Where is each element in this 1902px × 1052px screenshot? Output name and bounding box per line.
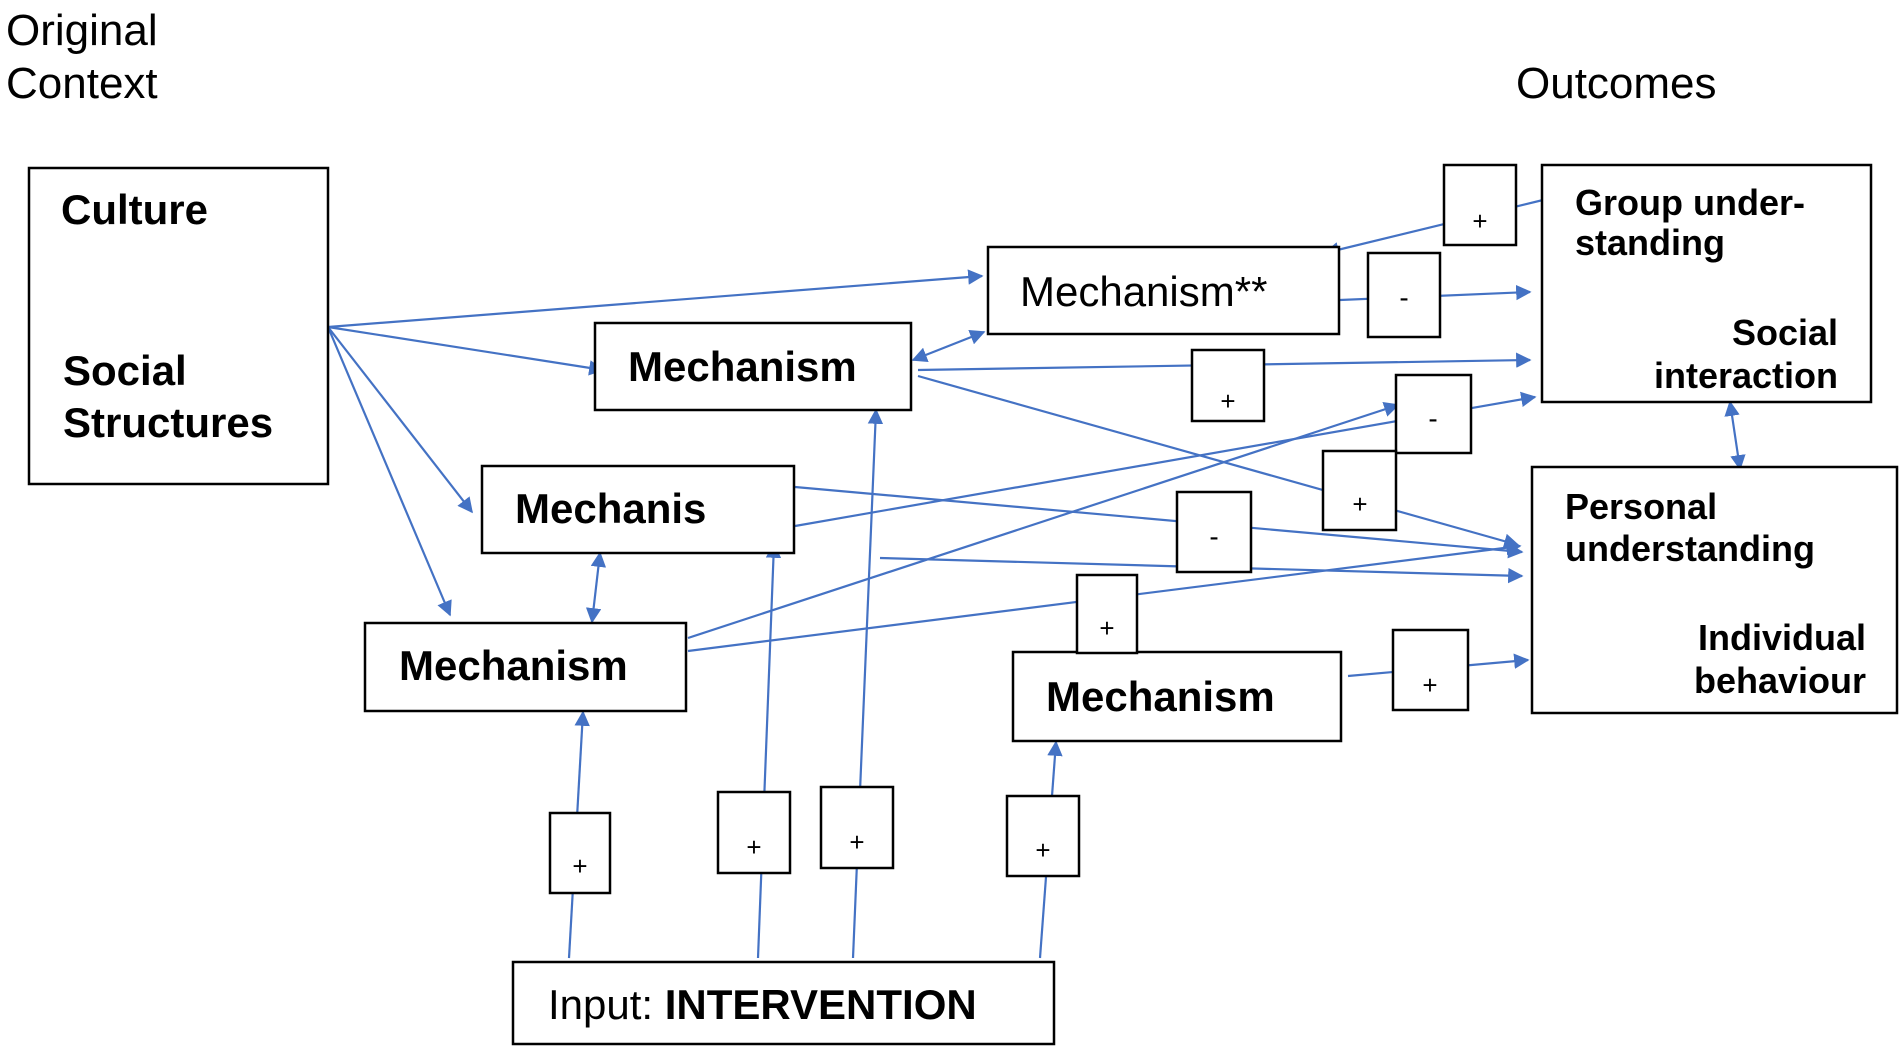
sign-8-label: +: [1422, 670, 1437, 700]
sign-11-label: +: [849, 827, 864, 857]
sign-9-label: +: [572, 851, 587, 881]
edges: [114, 198, 1746, 959]
edge-mechanism-c-to-social: [687, 402, 1400, 640]
edge-mechanism-b-c: [585, 551, 607, 624]
node-input-prefix: Input:: [548, 981, 665, 1028]
sign-2-label: -: [1399, 282, 1408, 313]
sign-12: +: [1005, 794, 1081, 878]
edge-mechanism-a-star: [911, 329, 986, 363]
node-culture: Culture: [61, 186, 208, 233]
node-personal-line1: Personal: [1565, 486, 1717, 527]
node-mechanism-star: Mechanism**: [1020, 268, 1267, 315]
mechanism-b-box: Mechanis: [480, 464, 796, 555]
outcome-top-box: Group under- standing Social interaction: [1540, 163, 1873, 404]
sign-1: +: [1442, 163, 1518, 247]
node-social-line2: Structures: [63, 399, 273, 446]
sign-6-label: -: [1209, 521, 1218, 552]
edge-outcomes-bidirectional: [1724, 400, 1746, 471]
heading-original: Original: [6, 6, 158, 55]
node-individual-line1: Individual: [1698, 617, 1866, 658]
node-group-line1: Group under-: [1575, 182, 1805, 223]
sign-5-label: +: [1352, 489, 1367, 519]
heading-context: Context: [6, 59, 158, 108]
node-social-interaction-line2: interaction: [1654, 355, 1838, 396]
node-social-line1: Social: [63, 347, 187, 394]
mechanism-c-box: Mechanism: [363, 621, 688, 713]
sign-6: -: [1175, 490, 1253, 574]
sign-9: +: [548, 811, 612, 895]
node-group-line2: standing: [1575, 222, 1725, 263]
heading-outcomes: Outcomes: [1516, 59, 1717, 108]
edge-context-mechanism-a: [327, 325, 605, 376]
node-mechanism-d: Mechanism: [1046, 673, 1275, 720]
sign-4-label: -: [1428, 403, 1437, 434]
node-input-main: INTERVENTION: [665, 981, 977, 1028]
sign-5: +: [1321, 449, 1398, 532]
mechanism-d-box: Mechanism: [1011, 650, 1343, 743]
edge-mechanism-a-to-personal: [917, 374, 1520, 549]
outcome-bottom-box: Personal understanding Individual behavi…: [1530, 465, 1899, 715]
context-box: Culture Social Structures: [27, 166, 330, 486]
sign-1-label: +: [1472, 206, 1487, 236]
node-input: Input: INTERVENTION: [548, 981, 977, 1028]
sign-3: +: [1190, 348, 1266, 423]
sign-8: +: [1391, 628, 1470, 712]
edge-context-mechanism-star: [327, 269, 984, 329]
mechanism-a-box: Mechanism: [593, 321, 913, 412]
node-mechanism-b: Mechanis: [515, 485, 706, 532]
sign-2: -: [1366, 251, 1442, 339]
sign-7-label: +: [1099, 613, 1114, 643]
sign-10-label: +: [746, 832, 761, 862]
node-personal-line2: understanding: [1565, 528, 1815, 569]
node-individual-line2: behaviour: [1694, 660, 1866, 701]
node-mechanism-c: Mechanism: [399, 642, 628, 689]
sign-4: -: [1394, 373, 1473, 455]
edge-context-mechanism-b: [327, 326, 473, 514]
mechanism-star-box: Mechanism**: [986, 245, 1341, 336]
sign-7: +: [1075, 573, 1139, 655]
edge-input-to-mechanism-b: [756, 542, 782, 959]
node-mechanism-a: Mechanism: [628, 343, 857, 390]
node-social-interaction-line1: Social: [1732, 312, 1838, 353]
edge-mechanism-b-to-personal: [794, 485, 1524, 559]
edge-context-mechanism-c: [326, 326, 452, 617]
sign-10: +: [716, 790, 792, 875]
input-box: Input: INTERVENTION: [511, 960, 1056, 1046]
sign-11: +: [819, 785, 895, 870]
sign-12-label: +: [1035, 835, 1050, 865]
sign-3-label: +: [1220, 386, 1235, 416]
